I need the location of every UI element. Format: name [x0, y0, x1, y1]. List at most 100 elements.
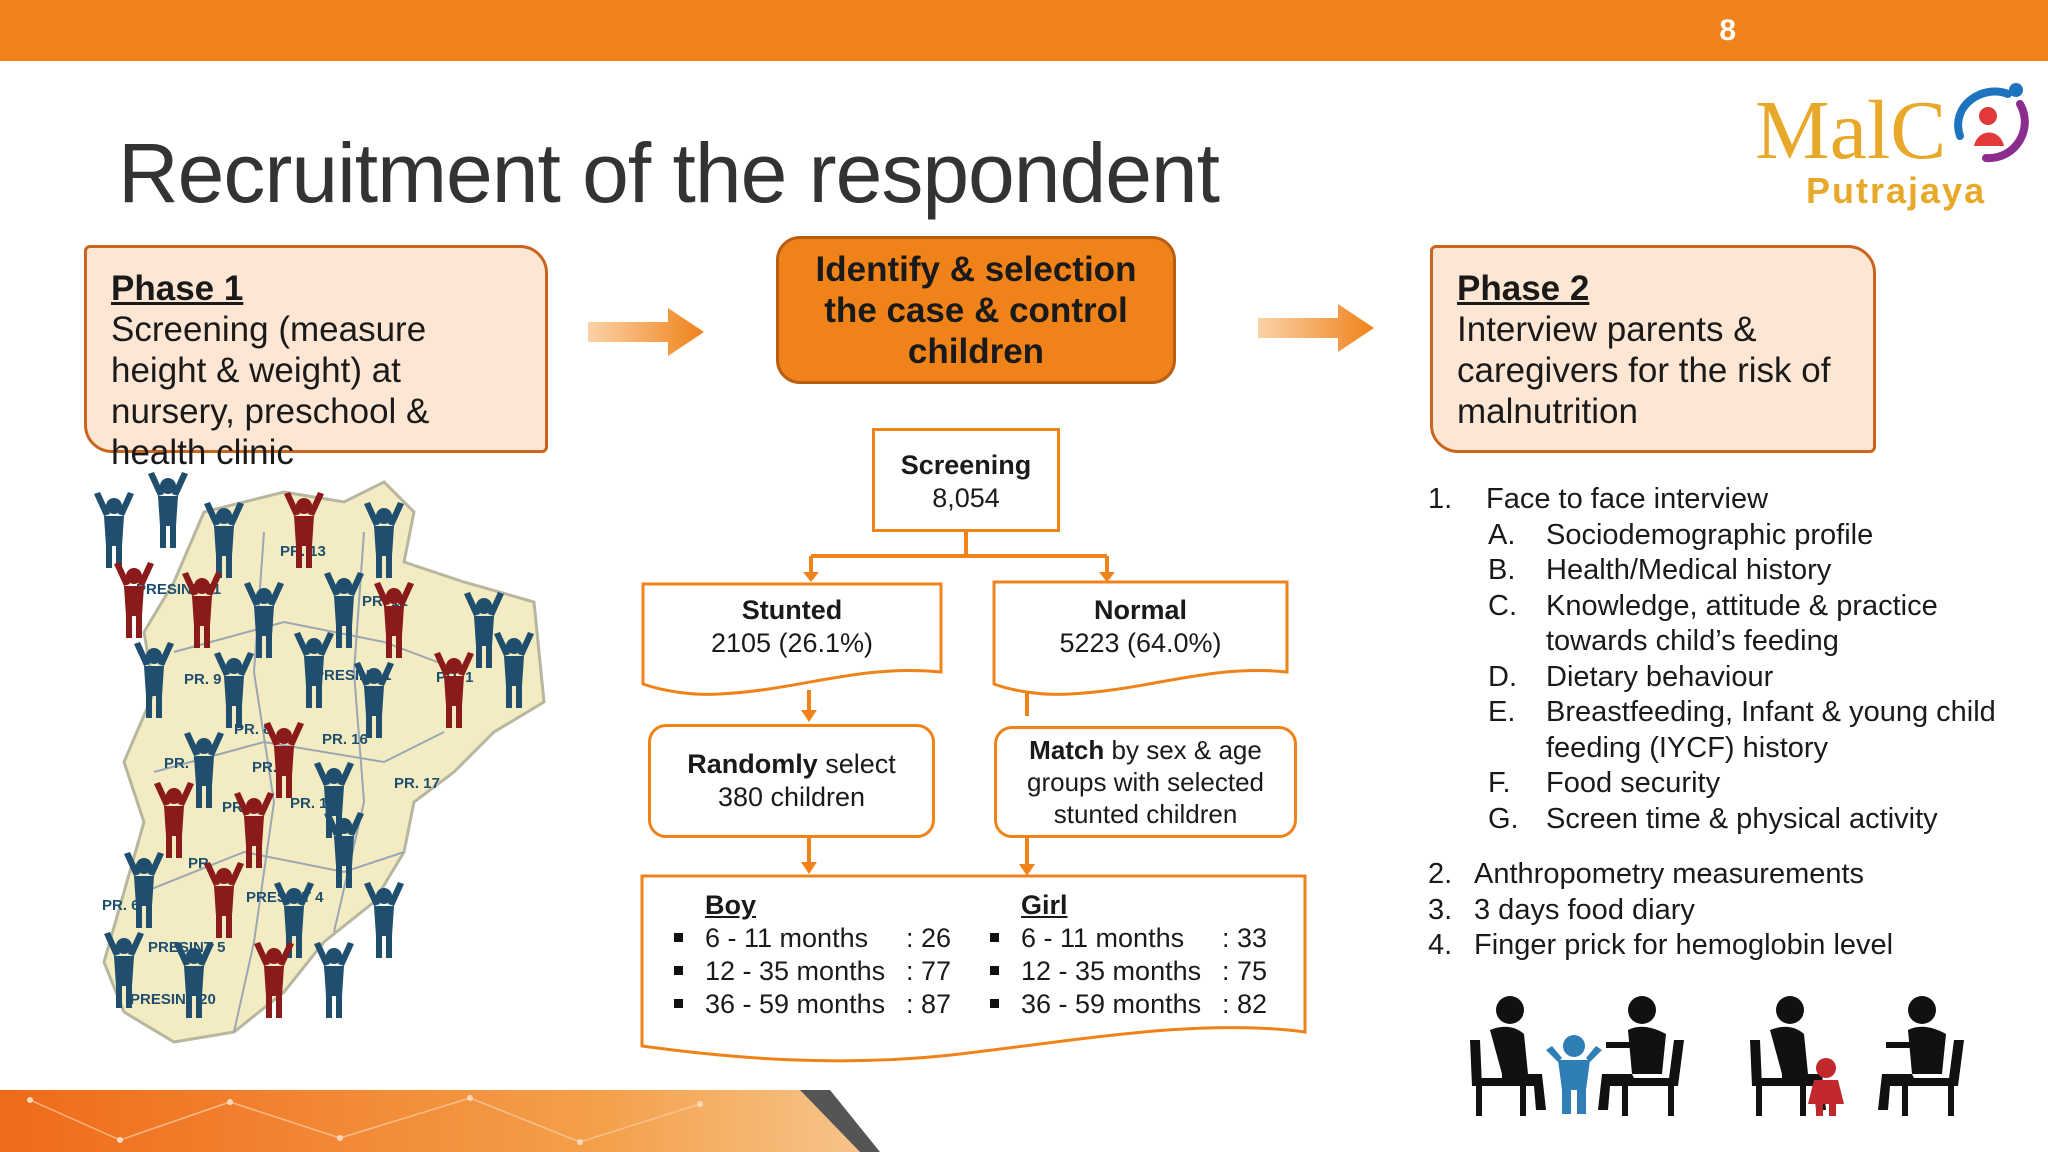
child-figure-icon	[254, 942, 294, 1018]
top-bar	[0, 0, 2048, 61]
sub-list-item: D.Dietary behaviour	[1488, 660, 1774, 693]
child-figure-icon	[434, 652, 474, 728]
logo-subtext: Putrajaya	[1806, 170, 1987, 211]
phase-1-text: Screening (measure height & weight) at n…	[111, 310, 430, 472]
stunted-box: Stunted 2105 (26.1%)	[643, 594, 941, 660]
map-label: PR. 8	[234, 721, 272, 738]
child-figure-icon	[364, 502, 404, 578]
child-figure-icon	[364, 882, 404, 958]
child-figure-icon	[464, 592, 504, 668]
sub-list-item: F.Food security	[1488, 767, 1721, 799]
girl-list: Girl 6 - 11 months: 33 12 - 35 months: 7…	[990, 889, 1290, 1021]
child-figure-icon	[184, 732, 224, 808]
page-number: 8	[1719, 14, 1736, 47]
child-figure-icon	[324, 812, 364, 888]
list-item: 4.Finger prick for hemoglobin level	[1428, 929, 1894, 961]
child-figure-icon	[264, 722, 304, 798]
screening-box: Screening 8,054	[872, 428, 1060, 532]
interview-girl-icon	[1750, 996, 1964, 1116]
child-figure-icon	[154, 782, 194, 858]
child-figure-icon	[324, 572, 364, 648]
interview-boy-icon	[1470, 996, 1684, 1116]
list-item: 2.Anthropometry measurements	[1428, 858, 1865, 890]
screening-value: 8,054	[932, 483, 1000, 513]
match-line2: groups with selected	[1026, 767, 1265, 797]
random-bold: Randomly	[687, 749, 818, 779]
methods-list: 1. Face to face interview A.Sociodemogra…	[1428, 482, 2028, 964]
slide-title: Recruitment of the respondent	[118, 126, 1220, 220]
sub-list-item-continued: towards child’s feeding	[1546, 625, 1839, 657]
boy-heading: Boy	[705, 890, 757, 920]
list-item: 3.3 days food diary	[1428, 893, 1695, 926]
list-item: 12 - 35 months: 77	[674, 955, 964, 988]
sub-list-item: E.Breastfeeding, Infant & young child	[1488, 696, 1996, 728]
list-item: 6 - 11 months: 33	[990, 922, 1290, 955]
stunted-value: 2105 (26.1%)	[710, 628, 874, 658]
list-item: 1. Face to face interview	[1428, 483, 1769, 515]
child-figure-icon	[314, 942, 354, 1018]
sub-list-item: A.Sociodemographic profile	[1488, 518, 1874, 551]
random-line2: 380 children	[717, 782, 866, 812]
children-figures	[94, 472, 534, 1018]
phase-1-box: Phase 1 Screening (measure height & weig…	[84, 245, 548, 472]
identify-text: Identify & selection the case & control …	[815, 249, 1137, 371]
match-line3: stunted children	[1053, 799, 1238, 829]
child-figure-icon	[104, 932, 144, 1008]
screening-label: Screening	[900, 450, 1032, 480]
normal-label: Normal	[1093, 595, 1188, 625]
child-figure-icon	[204, 502, 244, 578]
logo-icon	[1954, 83, 2029, 163]
sub-list-item-continued: feeding (IYCF) history	[1546, 731, 1829, 764]
map-label: PR. 7	[164, 755, 202, 772]
map-label: PR. 18	[290, 795, 336, 812]
child-figure-icon	[294, 632, 334, 708]
stunted-label: Stunted	[741, 595, 843, 625]
match-rest: by sex & age	[1104, 735, 1262, 765]
child-figure-icon	[94, 492, 134, 568]
list-item: 6 - 11 months: 26	[674, 922, 964, 955]
child-figure-icon	[204, 862, 244, 938]
child-figure-icon	[174, 942, 214, 1018]
arrow-right-icon	[588, 308, 704, 356]
child-figure-icon	[134, 642, 174, 718]
sub-list-item: C.Knowledge, attitude & practice	[1488, 589, 1938, 622]
identify-selection-box: Identify & selection the case & control …	[776, 236, 1176, 384]
child-figure-icon	[354, 662, 394, 738]
girl-heading: Girl	[1021, 890, 1068, 920]
map-label: PR. 9	[184, 671, 222, 688]
child-figure-icon	[182, 572, 222, 648]
list-item: 36 - 59 months: 87	[674, 988, 964, 1021]
child-figure-icon	[284, 492, 324, 568]
phase-2-text: Interview parents & caregivers for the r…	[1457, 310, 1831, 431]
match-box: Match by sex & age groups with selected …	[994, 726, 1297, 838]
map-label: PR. 16	[322, 731, 368, 748]
child-figure-icon	[494, 632, 534, 708]
phase-1-heading: Phase 1	[111, 269, 244, 308]
child-figure-icon	[148, 472, 188, 548]
random-rest: select	[817, 749, 896, 779]
phase-2-heading: Phase 2	[1457, 269, 1590, 308]
bottom-decoration	[0, 1090, 880, 1152]
sub-list-item: B.Health/Medical history	[1488, 554, 1832, 586]
random-select-box: Randomly select 380 children	[648, 724, 935, 838]
child-figure-icon	[244, 582, 284, 658]
match-bold: Match	[1029, 735, 1105, 765]
map-label: PR. 6	[102, 897, 140, 914]
list-item: 36 - 59 months: 82	[990, 988, 1290, 1021]
normal-value: 5223 (64.0%)	[1059, 628, 1222, 658]
logo-text: MalC	[1755, 84, 1947, 177]
arrow-right-icon	[1258, 304, 1374, 352]
child-figure-icon	[214, 652, 254, 728]
map-label: PR. 13	[280, 543, 326, 560]
sub-list-item: G.Screen time & physical activity	[1488, 802, 1938, 835]
boy-list: Boy 6 - 11 months: 26 12 - 35 months: 77…	[674, 889, 964, 1021]
child-figure-icon	[374, 582, 414, 658]
child-figure-icon	[114, 562, 154, 638]
normal-box: Normal 5223 (64.0%)	[994, 594, 1287, 660]
list-item: 12 - 35 months: 75	[990, 955, 1290, 988]
child-figure-icon	[234, 792, 274, 868]
